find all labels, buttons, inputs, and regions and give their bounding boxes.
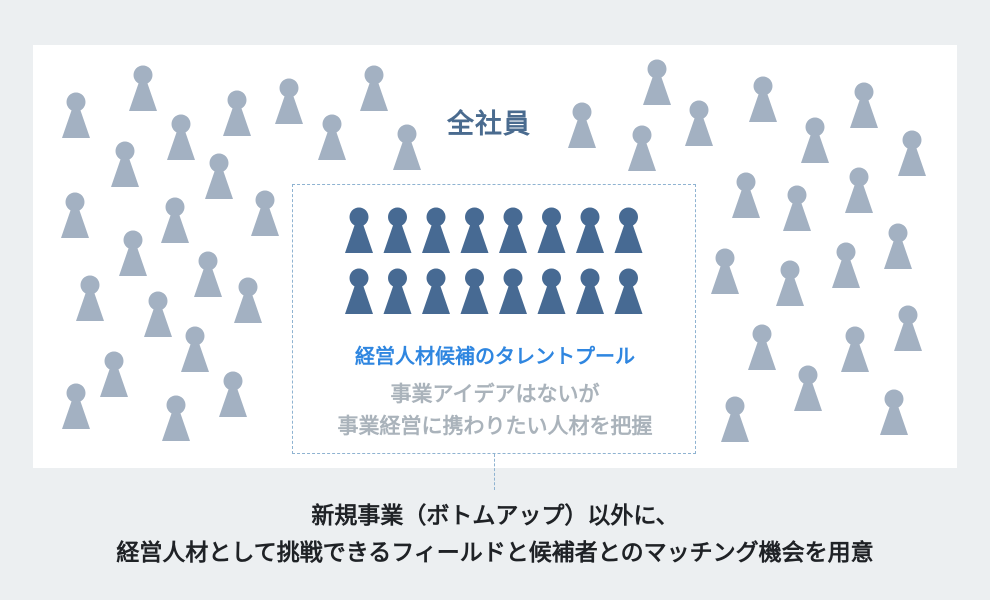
person-icon [205, 153, 233, 199]
person-icon [360, 65, 388, 111]
caption-line-1: 新規事業（ボトムアップ）以外に、 [311, 503, 679, 529]
person-icon [643, 59, 671, 105]
person-icon [894, 305, 922, 351]
person-icon [748, 324, 776, 370]
person-icon [794, 365, 822, 411]
person-icon [832, 242, 860, 288]
person-icon [721, 396, 749, 442]
person-icon [119, 230, 147, 276]
person-icon [499, 268, 527, 314]
person-icon [685, 100, 713, 146]
person-icon [318, 114, 346, 160]
person-icon [393, 124, 421, 170]
person-icon [194, 251, 222, 297]
person-icon [223, 90, 251, 136]
person-icon [76, 275, 104, 321]
caption-line-2: 経営人材として挑戦できるフィールドと候補者とのマッチング機会を用意 [116, 540, 874, 566]
person-icon [537, 268, 566, 314]
person-icon [62, 383, 90, 429]
person-icon [841, 326, 869, 372]
person-icon [422, 268, 450, 314]
person-icon [537, 207, 566, 253]
talent-pool-title: 経営人材候補のタレントプール [355, 344, 635, 368]
person-icon [776, 260, 804, 306]
person-icon [884, 223, 912, 269]
person-icon [181, 326, 209, 372]
person-icon [460, 268, 489, 314]
person-icon [711, 248, 739, 294]
person-icon [576, 268, 604, 314]
person-icon [161, 197, 189, 243]
person-icon [345, 207, 373, 253]
person-icon [422, 207, 450, 253]
person-icon [850, 82, 878, 128]
person-icon [499, 207, 527, 253]
person-icon [144, 291, 172, 337]
person-icon [783, 185, 811, 231]
person-icon [383, 207, 412, 253]
person-icon [383, 268, 412, 314]
person-icon [62, 92, 90, 138]
connector-line [494, 454, 495, 490]
person-icon [732, 172, 760, 218]
person-icon [61, 192, 89, 238]
person-icon [129, 65, 157, 111]
person-icon [234, 277, 262, 323]
person-icon [251, 190, 279, 236]
person-icon [162, 395, 190, 441]
person-icon [898, 130, 926, 176]
person-icon [628, 125, 656, 171]
person-icon [167, 114, 195, 160]
person-icon [880, 389, 908, 435]
person-icon [801, 117, 829, 163]
talent-pool-description-line-1: 事業アイデアはないが [390, 382, 600, 406]
person-icon [275, 78, 303, 124]
person-icon [219, 371, 247, 417]
person-icon [576, 207, 604, 253]
person-icon [614, 268, 643, 314]
talent-pool-box [292, 184, 696, 454]
person-icon [845, 167, 873, 213]
person-icon [100, 351, 128, 397]
talent-pool-description-line-2: 事業経営に携わりたい人材を把握 [337, 414, 653, 438]
all-employees-label: 全社員 [447, 109, 531, 140]
person-icon [614, 207, 643, 253]
person-icon [749, 76, 777, 122]
person-icon [460, 207, 489, 253]
person-icon [111, 141, 139, 187]
person-icon [345, 268, 373, 314]
person-icon [568, 102, 596, 148]
